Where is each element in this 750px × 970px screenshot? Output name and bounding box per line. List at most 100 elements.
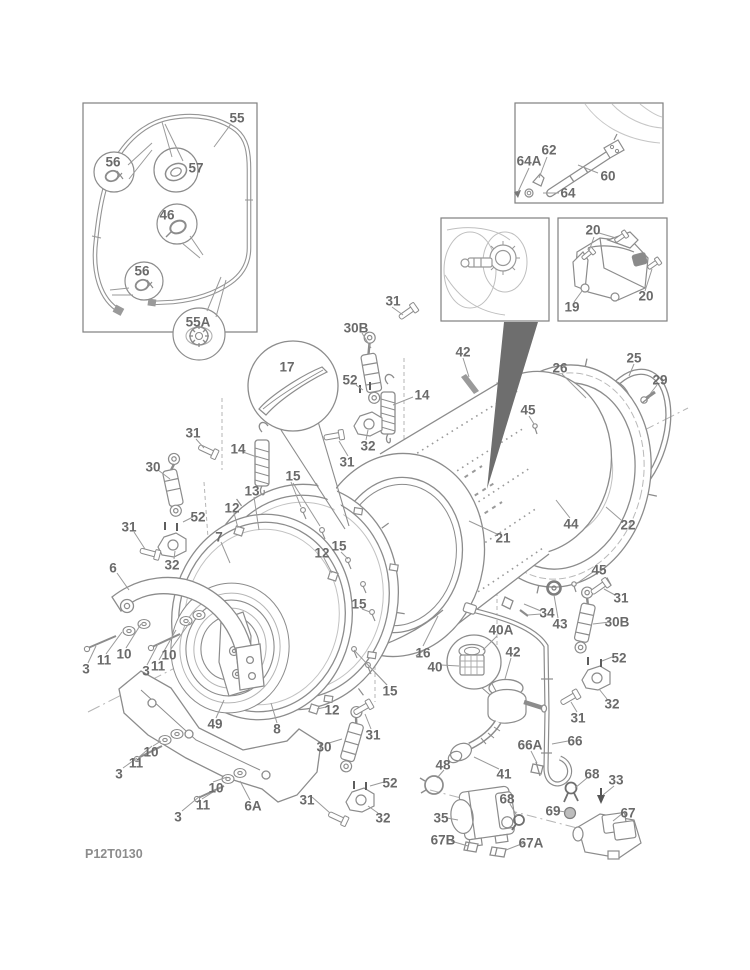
part-label-40: 40 [427,660,442,675]
leader-line [530,750,538,764]
leader-line [239,780,251,801]
leader-line [538,156,548,179]
leader-line [523,603,542,612]
leader-line [367,805,379,814]
leader-line [109,287,130,291]
leader-line [462,357,470,378]
shock-30b-top-drawing [360,331,383,404]
part-label-25: 25 [626,351,642,366]
leader-line [446,817,459,821]
leader-line [105,631,123,655]
part-label-30: 30 [316,740,331,755]
part-label-67: 67 [620,806,635,821]
ball-69-drawing [563,806,577,820]
part-label-11: 11 [151,659,166,674]
part-label-3: 3 [115,767,123,782]
part-label-64A: 64A [517,154,542,169]
part-label-14: 14 [414,388,430,403]
leader-line [570,701,578,713]
leader-line [316,706,327,710]
leader-line [365,429,369,441]
part-label-41: 41 [496,767,512,782]
leader-line [233,512,239,529]
leader-line [212,776,228,783]
leader-line [509,803,518,817]
part-label-3: 3 [82,662,90,677]
leader-line [392,396,414,406]
leader-line [87,645,97,664]
part-label-66A: 66A [518,738,543,753]
leader-line [612,812,624,822]
leader-line [311,796,331,814]
part-label-3: 3 [142,664,150,679]
inset-bearing-detail [440,217,550,322]
leader-line [551,740,569,745]
leader-line [220,541,231,564]
bolt-29-drawing [640,390,656,404]
leader-line [181,795,201,812]
leader-line [353,649,388,686]
part-label-48: 48 [435,758,451,773]
hose-66-drawing [462,602,573,787]
part-label-68: 68 [499,792,515,807]
part-label-33: 33 [608,773,624,788]
part-label-67A: 67A [519,836,544,851]
leader-line [598,232,617,239]
part-label-10: 10 [208,781,223,796]
part-label-64: 64 [560,186,576,201]
leader-line [644,268,653,292]
part-label-32: 32 [164,558,179,573]
inset-motor [557,217,668,322]
part-label-11: 11 [196,798,211,813]
part-label-66: 66 [567,734,583,749]
part-label-13: 13 [244,484,260,499]
shock-30-left-drawing [162,452,184,517]
grommet-43-drawing [546,580,562,596]
sump-and-elbow-41-drawing [447,678,548,764]
part-label-10: 10 [116,647,131,662]
part-label-31: 31 [570,711,586,726]
leader-line [215,699,225,719]
filter-callout-40a-drawing [446,634,506,709]
part-label-31: 31 [121,520,137,535]
part-label-49: 49 [207,717,222,732]
leader-line [338,440,349,457]
leader-line [482,635,498,651]
leader-line [575,571,594,585]
screws-15-drawing [300,507,376,675]
leader-line [182,516,194,523]
clip-34-drawing [501,596,529,617]
leader-line [292,482,321,527]
leader-line [146,643,159,666]
part-label-35: 35 [433,811,449,826]
leader-line [505,842,525,851]
part-label-46: 46 [159,208,175,223]
leader-line [577,164,599,174]
part-label-8: 8 [273,722,281,737]
part-label-52: 52 [611,651,626,666]
leader-line [189,235,204,256]
leader-line [517,167,530,193]
leader-line [592,621,611,625]
part-label-30: 30 [145,460,160,475]
leader-line [605,506,622,521]
leader-line [440,664,460,667]
bolts-31-drawing [139,302,612,827]
part-label-40A: 40A [489,623,514,638]
leader-line [215,279,227,318]
leader-line [127,142,153,166]
leader-line [253,496,260,531]
leader-line [504,657,512,680]
leader-line [181,242,201,259]
leader-line [116,572,130,591]
part-label-6: 6 [109,561,117,576]
leader-line [598,688,608,700]
part-label-7: 7 [215,530,223,545]
pump-35-drawing [450,785,517,848]
leader-line [601,656,613,662]
part-label-31: 31 [299,793,315,808]
leader-line [369,781,385,787]
part-label-15: 15 [285,469,301,484]
part-label-11: 11 [129,756,144,771]
